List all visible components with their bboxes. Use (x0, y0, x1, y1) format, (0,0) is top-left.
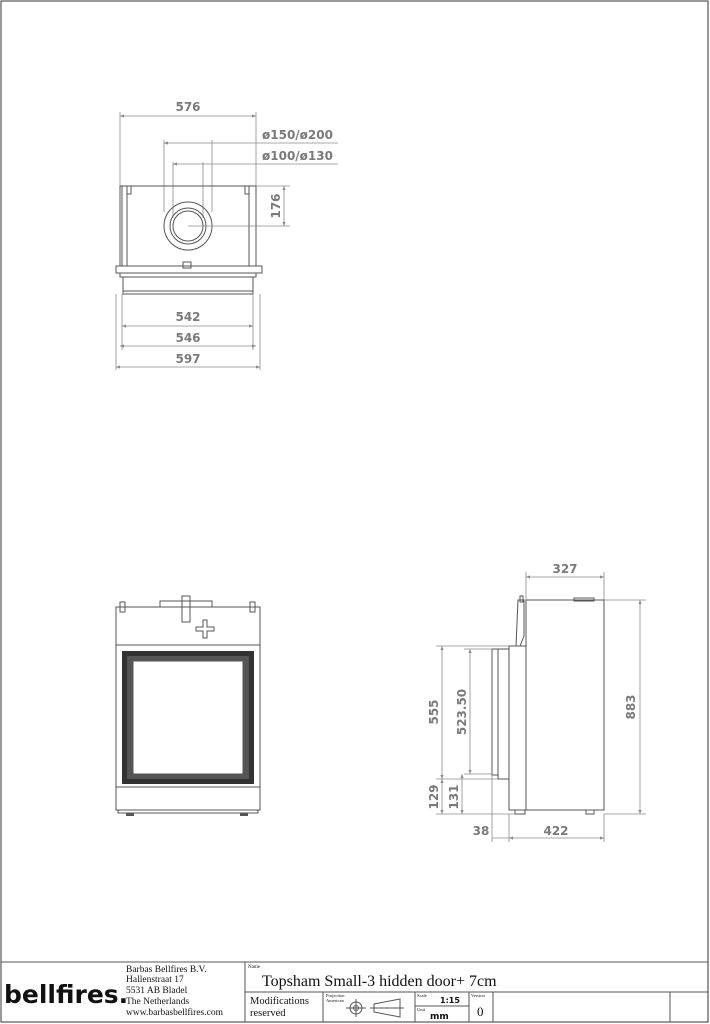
company-street: Hallenstraat 17 (126, 975, 184, 985)
unit-label: Unit (417, 1007, 426, 1012)
dim-width-542: 542 (175, 310, 200, 324)
brand-logo: bellfires. (4, 980, 128, 1009)
title-block: bellfires. Barbas Bellfires B.V. Hallens… (1, 961, 708, 1022)
version-value: 0 (477, 1004, 484, 1019)
dim-depth-176: 176 (269, 193, 283, 218)
dim-base-129: 129 (427, 784, 441, 809)
company-name: Barbas Bellfires B.V. (126, 964, 207, 975)
dim-depth-327: 327 (552, 562, 577, 576)
projection-symbol-icon (346, 998, 404, 1018)
dim-offset-38: 38 (473, 824, 490, 838)
company-country: The Netherlands (126, 997, 189, 1007)
dim-opening-555: 555 (427, 699, 441, 724)
scale-label: Scale (417, 993, 427, 998)
version-label: Version (471, 993, 485, 998)
modifications-text: Modifications (250, 996, 309, 1007)
dim-base-131: 131 (447, 784, 461, 809)
product-name: Topsham Small-3 hidden door+ 7cm (262, 973, 497, 990)
unit-value: mm (430, 1012, 449, 1022)
dim-flue-outer: ø150/ø200 (262, 128, 333, 142)
dim-width-597: 597 (175, 352, 200, 366)
name-label: Name (248, 965, 261, 970)
company-city: 5531 AB Bladel (126, 986, 188, 996)
side-view: 327 883 555 523.50 129 131 (427, 562, 646, 842)
reserved-text: reserved (250, 1008, 286, 1019)
top-view: 576 ø150/ø200 ø100/ø130 176 (115, 100, 338, 370)
front-view (115, 595, 261, 816)
projection-value: American (326, 998, 344, 1003)
projection-label: Projection (326, 993, 345, 998)
dim-height-883: 883 (624, 694, 638, 719)
dim-flue-inner: ø100/ø130 (262, 149, 333, 163)
dim-depth-422: 422 (543, 824, 568, 838)
dim-opening-523: 523.50 (455, 689, 469, 735)
company-website: www.barbasbellfires.com (126, 1007, 224, 1018)
dim-width-546: 546 (175, 331, 200, 345)
dim-width-576: 576 (175, 100, 200, 114)
scale-value: 1:15 (440, 996, 460, 1005)
